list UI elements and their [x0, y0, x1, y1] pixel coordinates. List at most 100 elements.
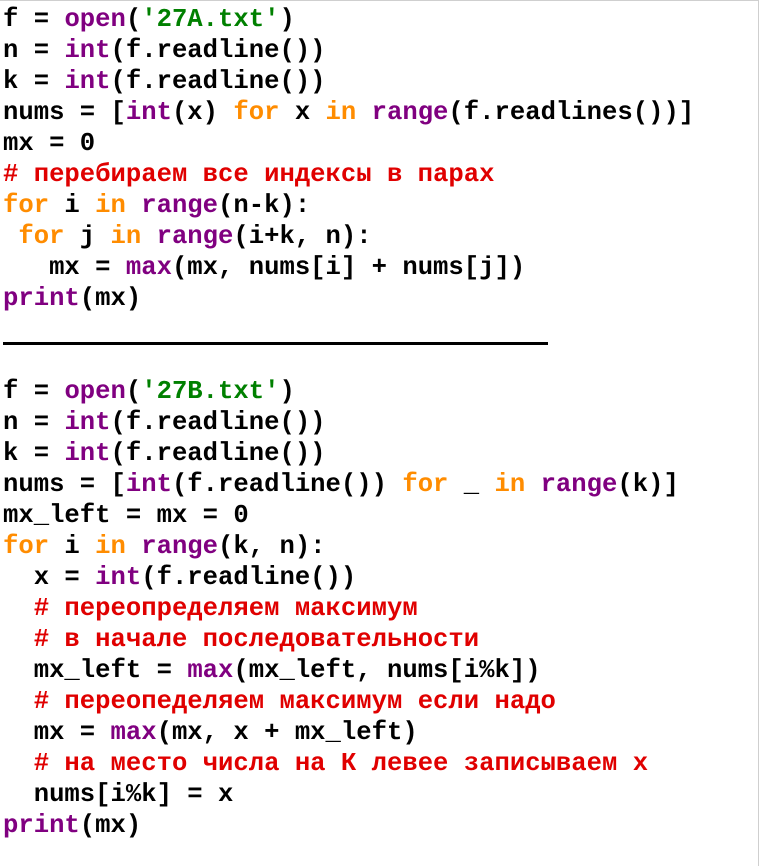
code-builtin: max [187, 656, 234, 685]
code-text: (mx, x + mx_left) [156, 718, 418, 747]
code-builtin: range [540, 470, 618, 499]
code-text: (mx, nums[i] + nums[j]) [171, 253, 526, 282]
code-text: i [49, 532, 96, 561]
code-line: k = int(f.readline()) [3, 438, 679, 469]
code-builtin: max [125, 253, 172, 282]
code-builtin: int [125, 470, 172, 499]
code-line: n = int(f.readline()) [3, 35, 694, 66]
code-text: (k, n): [218, 532, 326, 561]
code-text: mx_left = mx = 0 [3, 501, 249, 530]
code-text [141, 222, 156, 251]
code-text: nums = [ [3, 98, 126, 127]
code-comment: # на место числа на К левее записываем x [33, 749, 649, 778]
code-text: (f.readline()) [141, 563, 357, 592]
code-keyword: for [233, 98, 280, 127]
code-builtin: int [125, 98, 172, 127]
code-keyword: for [18, 222, 65, 251]
code-builtin: range [371, 98, 449, 127]
code-text: (f.readline()) [110, 67, 326, 96]
code-block-27b[interactable]: f = open('27B.txt')n = int(f.readline())… [3, 376, 679, 841]
code-line: print(mx) [3, 810, 679, 841]
frame-top-border [0, 0, 759, 1]
code-line: f = open('27A.txt') [3, 4, 694, 35]
code-text: nums[i%k] = x [3, 780, 234, 809]
code-text [126, 191, 141, 220]
code-block-27a[interactable]: f = open('27A.txt')n = int(f.readline())… [3, 4, 694, 314]
code-comment: # в начале последовательности [33, 625, 480, 654]
code-line: mx = 0 [3, 128, 694, 159]
code-text: mx = [3, 718, 111, 747]
code-text [3, 687, 34, 716]
code-text: (f.readlines())] [448, 98, 695, 127]
code-text: j [64, 222, 111, 251]
code-text: (f.readline()) [171, 470, 403, 499]
code-text: (f.readline()) [110, 36, 326, 65]
code-line: mx_left = mx = 0 [3, 500, 679, 531]
code-line: for i in range(n-k): [3, 190, 694, 221]
code-text [3, 625, 34, 654]
code-builtin: max [110, 718, 157, 747]
code-text: k = [3, 67, 65, 96]
code-line: nums = [int(x) for x in range(f.readline… [3, 97, 694, 128]
code-keyword: in [325, 98, 357, 127]
code-text: n = [3, 36, 65, 65]
code-line: mx_left = max(mx_left, nums[i%k]) [3, 655, 679, 686]
code-text: (mx) [79, 284, 142, 313]
code-text: nums = [ [3, 470, 126, 499]
code-line: # перебираем все индексы в парах [3, 159, 694, 190]
code-builtin: range [156, 222, 234, 251]
code-text [3, 594, 34, 623]
code-text [3, 222, 18, 251]
code-line: print(mx) [3, 283, 694, 314]
code-line: f = open('27B.txt') [3, 376, 679, 407]
code-builtin: print [3, 284, 80, 313]
code-line: n = int(f.readline()) [3, 407, 679, 438]
code-line: # в начале последовательности [3, 624, 679, 655]
code-line: for i in range(k, n): [3, 531, 679, 562]
code-builtin: range [141, 191, 219, 220]
code-text: mx = [3, 253, 126, 282]
code-text: (f.readline()) [110, 439, 326, 468]
code-builtin: int [64, 36, 111, 65]
code-builtin: print [3, 811, 80, 840]
code-text: (k)] [617, 470, 679, 499]
code-line: # переопеделяем максимум если надо [3, 686, 679, 717]
code-line: k = int(f.readline()) [3, 66, 694, 97]
code-text: _ [448, 470, 495, 499]
code-keyword: for [402, 470, 449, 499]
code-line: # на место числа на К левее записываем x [3, 748, 679, 779]
code-string: '27A.txt' [141, 5, 280, 34]
code-line: # переопределяем максимум [3, 593, 679, 624]
code-keyword: for [3, 532, 50, 561]
code-text: f = [3, 5, 65, 34]
code-text [525, 470, 540, 499]
code-builtin: int [95, 563, 142, 592]
code-text: (i+k, n): [233, 222, 372, 251]
code-string: '27B.txt' [141, 377, 280, 406]
code-text [3, 749, 34, 778]
code-text: f = [3, 377, 65, 406]
code-line: mx = max(mx, x + mx_left) [3, 717, 679, 748]
code-keyword: in [494, 470, 526, 499]
code-text: (mx) [79, 811, 142, 840]
code-text: ) [279, 5, 295, 34]
code-text: (mx_left, nums[i%k]) [233, 656, 541, 685]
code-text: (f.readline()) [110, 408, 326, 437]
code-builtin: open [64, 377, 126, 406]
code-text: x = [3, 563, 96, 592]
code-text: k = [3, 439, 65, 468]
code-builtin: open [64, 5, 126, 34]
code-text: i [49, 191, 96, 220]
code-builtin: int [64, 439, 111, 468]
code-text: (x) [171, 98, 234, 127]
code-line: nums = [int(f.readline()) for _ in range… [3, 469, 679, 500]
code-line: mx = max(mx, nums[i] + nums[j]) [3, 252, 694, 283]
code-comment: # переопределяем максимум [33, 594, 418, 623]
code-keyword: in [95, 191, 126, 220]
code-builtin: int [64, 408, 111, 437]
code-text: (n-k): [218, 191, 311, 220]
code-text: n = [3, 408, 65, 437]
code-text: ( [125, 5, 142, 34]
code-text [126, 532, 141, 561]
code-text: mx = 0 [3, 129, 96, 158]
